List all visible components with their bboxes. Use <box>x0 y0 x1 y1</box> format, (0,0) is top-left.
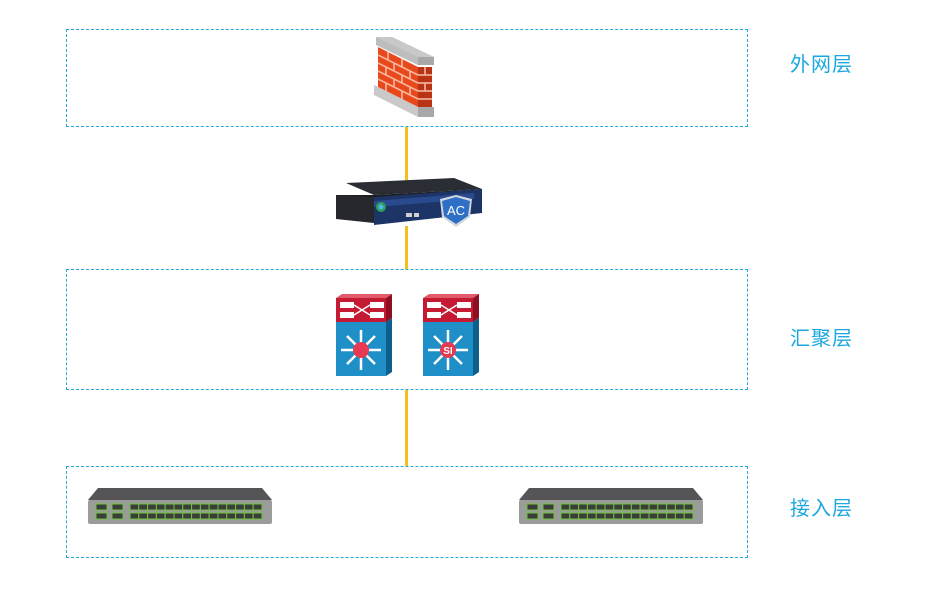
ethernet-port <box>595 503 606 511</box>
uplink-port <box>542 512 555 520</box>
ethernet-port <box>569 512 580 520</box>
ethernet-port <box>613 512 624 520</box>
ethernet-port <box>164 503 175 511</box>
ethernet-port <box>243 503 254 511</box>
ethernet-port <box>595 512 606 520</box>
ethernet-port <box>226 512 237 520</box>
ethernet-port <box>252 512 263 520</box>
ethernet-port <box>182 503 193 511</box>
ethernet-port <box>182 512 193 520</box>
si-badge-text: SI <box>443 346 453 357</box>
ethernet-port <box>147 512 157 520</box>
ethernet-port <box>155 512 166 520</box>
ethernet-port <box>226 503 237 511</box>
link-ac-aggregation <box>405 226 408 269</box>
uplink-port <box>542 503 555 511</box>
layer-label-aggregation: 汇聚层 <box>790 326 853 350</box>
layer-label-access: 接入层 <box>790 496 853 520</box>
ethernet-port <box>129 512 140 520</box>
link-aggregation-access <box>405 390 408 466</box>
uplink-port <box>526 512 539 520</box>
layer3-switch-icon <box>336 294 392 376</box>
ethernet-port <box>208 503 219 511</box>
ethernet-port <box>639 512 650 520</box>
ethernet-port <box>622 512 632 520</box>
ethernet-port <box>674 512 685 520</box>
access-switch-icon <box>88 488 272 524</box>
access-switch-1[interactable] <box>88 486 272 526</box>
ethernet-port <box>560 512 571 520</box>
firewall-device[interactable] <box>372 35 438 121</box>
ethernet-port <box>155 503 166 511</box>
ethernet-port <box>674 503 685 511</box>
ethernet-port <box>129 503 140 511</box>
firewall-icon <box>374 37 434 117</box>
ethernet-port <box>648 503 659 511</box>
ac-controller-device[interactable]: AC <box>334 175 484 237</box>
ethernet-port <box>560 503 571 511</box>
ethernet-port <box>657 503 668 511</box>
ethernet-port <box>657 512 668 520</box>
outer-layer-zone <box>66 29 748 127</box>
ethernet-port <box>191 503 201 511</box>
aggregation-layer-zone <box>66 269 748 390</box>
ethernet-port <box>630 512 641 520</box>
ethernet-port <box>199 512 210 520</box>
ethernet-port <box>613 503 624 511</box>
uplink-port <box>95 503 108 511</box>
ethernet-port <box>604 512 615 520</box>
uplink-port <box>95 512 108 520</box>
ethernet-port <box>173 512 184 520</box>
ethernet-port <box>173 503 184 511</box>
ethernet-port <box>191 512 201 520</box>
ethernet-port <box>604 503 615 511</box>
ethernet-port <box>138 512 149 520</box>
access-switch-2[interactable] <box>519 486 703 526</box>
ac-controller-icon: AC <box>336 178 482 227</box>
core-switch-1[interactable] <box>334 292 392 378</box>
uplink-port <box>111 512 124 520</box>
ethernet-port <box>569 503 580 511</box>
core-switch-2[interactable]: SI <box>421 292 479 378</box>
uplink-port <box>526 503 539 511</box>
ethernet-port <box>639 503 650 511</box>
ethernet-port <box>199 503 210 511</box>
ethernet-port <box>235 512 245 520</box>
ethernet-port <box>252 503 263 511</box>
ethernet-port <box>683 512 694 520</box>
ethernet-port <box>648 512 659 520</box>
ethernet-port <box>217 512 228 520</box>
access-switch-icon <box>519 488 703 524</box>
ethernet-port <box>683 503 694 511</box>
layer3-switch-si-icon: SI <box>423 294 479 376</box>
ethernet-port <box>578 503 588 511</box>
ethernet-port <box>147 503 157 511</box>
ethernet-port <box>666 503 676 511</box>
ethernet-port <box>217 503 228 511</box>
ethernet-port <box>630 503 641 511</box>
ethernet-port <box>586 503 597 511</box>
ac-badge-text: AC <box>447 203 465 218</box>
ethernet-port <box>586 512 597 520</box>
ethernet-port <box>235 503 245 511</box>
access-layer-zone <box>66 466 748 558</box>
ethernet-port <box>666 512 676 520</box>
ethernet-port <box>622 503 632 511</box>
ethernet-port <box>138 503 149 511</box>
layer-label-outer: 外网层 <box>790 52 853 76</box>
ethernet-port <box>243 512 254 520</box>
ethernet-port <box>578 512 588 520</box>
ethernet-port <box>208 512 219 520</box>
uplink-port <box>111 503 124 511</box>
ethernet-port <box>164 512 175 520</box>
link-firewall-ac <box>405 127 408 182</box>
